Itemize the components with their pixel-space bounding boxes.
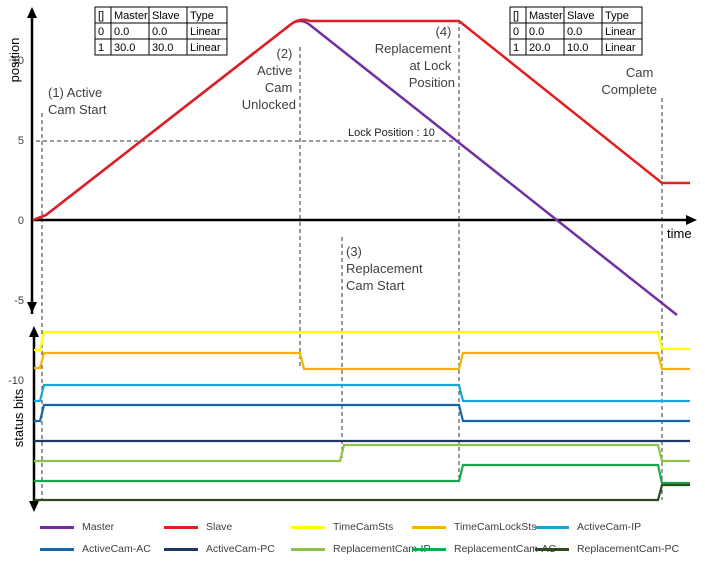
- legend-swatch: [412, 525, 446, 529]
- y-tick-label: 0: [18, 215, 24, 227]
- table-header-cell: Slave: [567, 10, 595, 22]
- legend-item: ReplacementCam-IP: [291, 541, 430, 557]
- annotation-3: (3) Replacement Cam Start: [346, 244, 426, 293]
- legend-swatch: [40, 547, 74, 551]
- legend-label: ActiveCam-AC: [82, 543, 151, 555]
- trace-activecam-ac: [34, 403, 690, 423]
- legend-swatch: [164, 525, 198, 529]
- legend-item: ReplacementCam-PC: [535, 541, 679, 557]
- annotation-2: (2) Active Cam Unlocked: [242, 46, 296, 112]
- legend-label: TimeCamSts: [333, 521, 394, 533]
- table-cell: 0.0: [529, 26, 544, 38]
- y-tick-label: -10: [8, 375, 24, 387]
- trace-timecamlocksts: [34, 351, 690, 371]
- table-cell: 30.0: [114, 42, 135, 54]
- table-cell: 0.0: [114, 26, 129, 38]
- legend-swatch: [412, 547, 446, 551]
- table-cell: 0.0: [567, 26, 582, 38]
- legend-swatch: [535, 525, 569, 529]
- y-axis-title: position: [7, 38, 22, 83]
- table-cell: 1: [513, 42, 519, 54]
- status-bits: [34, 330, 690, 502]
- legend-swatch: [40, 525, 74, 529]
- legend-item: Master: [40, 519, 114, 535]
- table-cell: 10.0: [567, 42, 588, 54]
- annotations: (1) Active Cam Start (2) Active Cam Unlo…: [48, 24, 657, 293]
- y-tick-label: 5: [18, 135, 24, 147]
- table-header-cell: []: [513, 10, 519, 22]
- annotation-4: (4) Replacement at Lock Position: [375, 24, 455, 90]
- legend-item: ActiveCam-IP: [535, 519, 641, 535]
- table-cell-border: [186, 38, 228, 56]
- legend-label: ActiveCam-IP: [577, 521, 642, 533]
- table-cell: 0: [513, 26, 519, 38]
- table-header-cell: Type: [605, 10, 629, 22]
- legend-label: Slave: [206, 521, 233, 533]
- legend-label: ReplacementCam-PC: [577, 543, 680, 555]
- trace-replacementcam-ac: [34, 463, 690, 485]
- table-cell: Linear: [605, 26, 636, 38]
- legend-item: ReplacementCam-AC: [412, 541, 556, 557]
- axes: [27, 7, 697, 512]
- event-lines: [36, 20, 663, 500]
- trace-activecam-ip: [34, 383, 690, 403]
- lock-position-label: Lock Position : 10: [348, 127, 435, 139]
- table-cell: 0.0: [152, 26, 167, 38]
- position-series: [32, 18, 690, 316]
- y-tick-label: -5: [14, 295, 24, 307]
- table-header-cell: Master: [529, 10, 563, 22]
- annotation-1: (1) Active Cam Start: [48, 85, 107, 117]
- legend-swatch: [291, 547, 325, 551]
- legend-item: TimeCamLockSts: [412, 519, 536, 535]
- trace-timecamsts: [34, 330, 690, 352]
- legend-item: ActiveCam-AC: [40, 541, 151, 557]
- status-axis-title: status bits: [11, 388, 26, 447]
- table-cell: 0: [98, 26, 104, 38]
- table-cell: 20.0: [529, 42, 550, 54]
- y-tick-labels: 2520151050-5-10: [8, 55, 24, 387]
- legend-label: TimeCamLockSts: [454, 521, 537, 533]
- legend-swatch: [535, 547, 569, 551]
- table-header-cell: []: [98, 10, 104, 22]
- trace-replacementcam-pc: [34, 483, 690, 502]
- table-header-cell: Master: [114, 10, 148, 22]
- legend-label: Master: [82, 521, 115, 533]
- annotation-5: Cam Complete: [601, 65, 657, 97]
- table-cell: 1: [98, 42, 104, 54]
- x-axis-title: time: [667, 226, 692, 241]
- table-header-cell: Slave: [152, 10, 180, 22]
- table-cell: Linear: [190, 42, 221, 54]
- legend-label: ActiveCam-PC: [206, 543, 275, 555]
- legend-swatch: [164, 547, 198, 551]
- legend-label: ReplacementCam-AC: [454, 543, 557, 555]
- table-cell: Linear: [190, 26, 221, 38]
- legend-item: ActiveCam-PC: [164, 541, 275, 557]
- legend-label: ReplacementCam-IP: [333, 543, 431, 555]
- table-cell: 30.0: [152, 42, 173, 54]
- legend-item: Slave: [164, 519, 232, 535]
- legend-item: TimeCamSts: [291, 519, 393, 535]
- y-tick-label: 10: [12, 55, 24, 67]
- table-cell-border: [601, 38, 643, 56]
- table-cell: Linear: [605, 42, 636, 54]
- table-header-cell: Type: [190, 10, 214, 22]
- legend-swatch: [291, 525, 325, 529]
- trace-replacementcam-ip: [34, 443, 690, 463]
- series-slave: [32, 18, 690, 222]
